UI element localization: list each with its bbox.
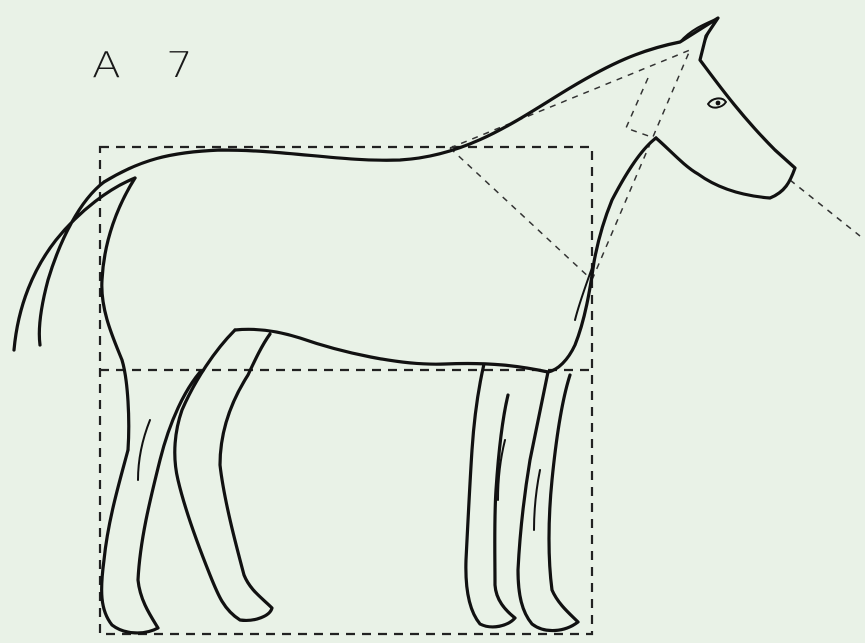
head-angle-guide (626, 78, 660, 140)
muzzle-projection-guide (790, 180, 860, 236)
horse-knee-marks (138, 420, 540, 530)
horse-tail (14, 178, 135, 350)
horse-figure (14, 18, 795, 633)
proportion-guides (100, 50, 860, 634)
horse-front-leg-rear (466, 364, 515, 627)
horse-pupil (716, 101, 721, 106)
horse-hind-leg-front (175, 330, 272, 620)
horse-front-leg-front (518, 372, 578, 631)
horse-belly (235, 329, 548, 372)
horse-rump (102, 178, 135, 450)
neck-diagonal-guide (450, 148, 592, 280)
horse-topline (104, 18, 795, 198)
